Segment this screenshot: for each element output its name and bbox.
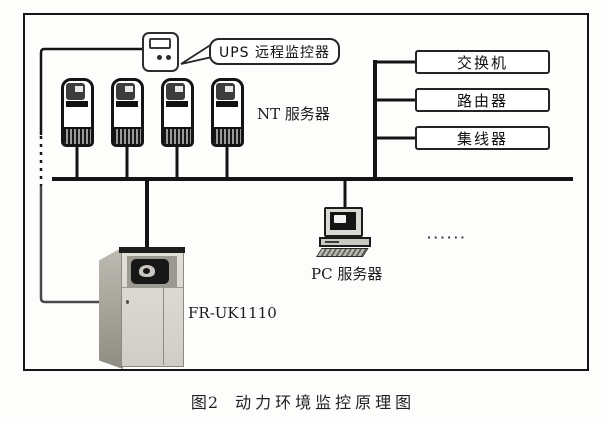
router-label: 路由器 [456,91,508,110]
tower-bar [116,101,138,107]
figure-caption: 图2 动力环境监控原理图 [0,389,606,413]
tower-chip [225,86,233,92]
nt-server-tower-icon [211,78,244,147]
pc-server-label: PC 服务器 [311,265,383,283]
tower-display [66,83,85,100]
callout-bubble: UPS 远程监控器 [209,38,340,65]
network-box-router: 路由器 [415,88,550,112]
pc-screen-glow [334,215,346,223]
tower-bar [66,101,88,107]
hub-label: 集线器 [456,129,508,148]
monitor-display [149,38,171,49]
tower-display [166,83,185,100]
tower-vents [164,127,191,144]
nt-server-tower-icon [161,78,194,147]
tower-vents [114,127,141,144]
monitor-link-line [39,47,142,135]
pc-computer-icon [316,205,380,261]
ups-model-label: FR-UK1110 [188,304,277,322]
monitor-led-icon [157,55,162,60]
tower-bar [216,101,238,107]
pc-case-icon [319,237,371,247]
ups-door-knob [126,300,129,304]
tower-vents [214,127,241,144]
monitor-led-icon [166,55,171,60]
ups-display-icon [131,259,169,284]
ups-unit-image [99,247,186,369]
ups-top-band [119,247,185,253]
network-box-switch: 交换机 [415,50,550,74]
figure-number: 图2 [190,393,220,412]
network-box-hub: 集线器 [415,126,550,150]
nt-server-tower-icon [61,78,94,147]
ups-door-seam [122,287,183,288]
switch-label: 交换机 [456,53,508,72]
callout-label: UPS 远程监控器 [218,44,331,61]
pc-drive-slot [325,241,339,243]
pc-keyboard-icon [316,248,369,257]
tower-vents [64,127,91,144]
tower-display [116,83,135,100]
tower-chip [125,86,133,92]
pc-screen [330,212,356,230]
figure-title: 动力环境监控原理图 [235,393,416,412]
ups-display-glyph [139,265,155,277]
tower-bar [166,101,188,107]
nt-server-tower-icon [111,78,144,147]
tower-chip [75,86,83,92]
ups-door-seam [163,287,164,365]
ups-side-panel [99,247,123,369]
tower-display [216,83,235,100]
tower-chip [175,86,183,92]
ups-remote-monitor-icon [142,32,179,72]
callout-tail [180,42,213,65]
ellipsis-dots: ······ [427,231,468,244]
nt-server-label: NT 服务器 [257,105,330,123]
ups-monitor-link-line [39,186,103,304]
pc-monitor-icon [324,207,363,237]
diagram-border [23,13,589,371]
